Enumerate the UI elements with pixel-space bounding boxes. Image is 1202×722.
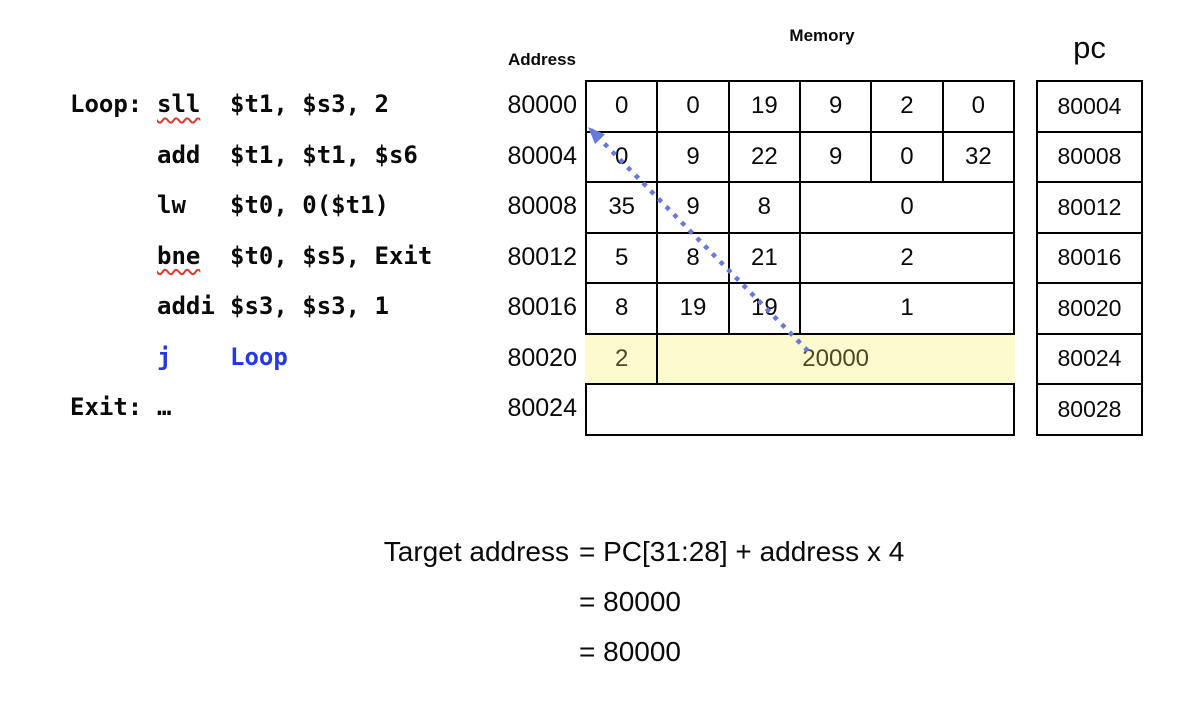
code-mnemonic: sll [157,90,201,118]
memory-cell: 1 [798,282,1016,335]
pc-row: 80028 [1036,383,1143,436]
memory-cell: 0 [941,80,1016,133]
memory-cell: 35 [584,181,659,234]
code-label: Exit: [70,393,143,421]
pc-row: 80020 [1036,282,1143,335]
code-operands: $t1, $s3, 2 [230,90,389,118]
memory-address-label: 80020 [507,343,577,372]
memory-cell: 19 [727,282,801,335]
code-operands: $t0, $s5, Exit [230,241,433,270]
memory-cell [585,383,1015,436]
memory-cell: 9 [656,181,730,234]
code-operands: $t0, 0($t1) [230,191,389,219]
memory-cell: 20000 [656,332,1015,385]
memory-title: Memory [789,26,855,45]
pc-value: 80004 [1036,80,1143,133]
code-operands: Loop [230,342,288,371]
memory-cell: 5 [584,231,659,284]
pc-row: 80016 [1036,231,1143,284]
code-line: add $t1, $t1, $s6 [70,130,500,180]
pc-row: 80008 [1036,130,1143,183]
memory-cell: 9 [798,80,873,133]
code-mnemonic: lw [157,191,186,219]
address-column-title: Address [507,50,576,69]
memory-address-label: 80012 [507,242,577,271]
pc-value: 80016 [1036,231,1143,284]
memory-address-label: 80024 [507,394,577,422]
memory-cell: 0 [584,130,659,183]
memory-cell: 22 [727,130,801,183]
memory-cell: 2 [798,231,1016,284]
memory-cell: 19 [727,80,801,133]
code-line: bne $t0, $s5, Exit [70,231,500,281]
memory-cell: 8 [656,231,730,284]
memory-cell: 0 [656,80,730,133]
memory-cell: 2 [870,80,944,133]
memory-cell: 0 [584,80,659,133]
formula-lhs: Target address [383,536,569,567]
memory-cell: 32 [941,130,1016,183]
code-line: addi $s3, $s3, 1 [70,281,500,331]
formula-line: = PC[31:28] + address x 4 [579,536,905,567]
code-mnemonic: j [157,342,172,371]
memory-cell: 8 [727,181,801,234]
memory-address-label: 80000 [507,91,577,119]
memory-cell: 0 [870,130,944,183]
memory-cell: 0 [798,181,1016,234]
memory-cell: 21 [727,231,801,284]
code-line: lw $t0, 0($t1) [70,180,500,230]
code-operands: $s3, $s3, 1 [230,292,389,320]
pc-value: 80028 [1036,383,1143,436]
code-line: j Loop [70,332,500,382]
memory-address-label: 80004 [507,141,577,170]
pc-row: 80024 [1036,332,1143,385]
code-mnemonic: bne [157,241,201,270]
code-line: Loop: sll $t1, $s3, 2 [70,79,500,129]
code-mnemonic: … [157,393,172,421]
pc-value: 80020 [1036,282,1143,335]
code-line: Exit: … [70,382,500,432]
code-mnemonic: addi [157,292,215,320]
memory-address-label: 80016 [507,293,577,321]
memory-cell: 9 [798,130,873,183]
pc-value: 80024 [1036,332,1143,385]
memory-address-label: 80008 [507,192,577,220]
memory-cell: 2 [584,332,659,385]
code-operands: $t1, $t1, $s6 [230,140,418,169]
code-label: Loop: [70,90,143,118]
pc-title: pc [1073,30,1106,65]
pc-row: 80004 [1036,80,1143,133]
memory-cell: 19 [656,282,730,335]
memory-row [585,383,1015,436]
memory-cell: 8 [584,282,659,335]
pc-value: 80012 [1036,181,1143,234]
code-mnemonic: add [157,140,201,169]
formula-line: = 80000 [579,636,681,667]
formula-line: = 80000 [579,586,681,617]
pc-row: 80012 [1036,181,1143,234]
pc-value: 80008 [1036,130,1143,183]
memory-cell: 9 [656,130,730,183]
